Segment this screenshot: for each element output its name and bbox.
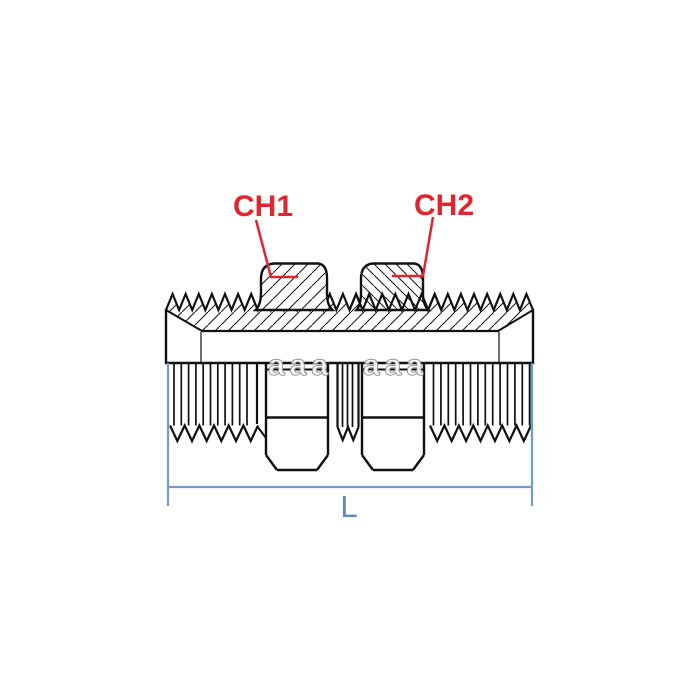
- hex-boss-ch1-hatch: [252, 262, 336, 312]
- thread-flank-lines: [432, 364, 524, 426]
- length-dimension-label: L: [340, 489, 357, 524]
- nut-bottom-chamfers: [361, 454, 425, 472]
- bottom-thread-left: [169, 364, 267, 444]
- nut-bottom-chamfers: [265, 454, 329, 472]
- hex-boss-ch2: [348, 262, 443, 313]
- nut-sides: [264, 363, 330, 455]
- stud-edges: [336, 364, 360, 427]
- ch1-label: CH1: [233, 190, 293, 223]
- thread-root-zigzag: [169, 422, 260, 444]
- bottom-thread-middle: [336, 364, 360, 443]
- watermark-text-left: aaa: [268, 349, 333, 382]
- callout-ch2: CH2: [392, 189, 474, 278]
- ch2-label: CH2: [414, 189, 474, 222]
- right-end-chamfer-line: [497, 309, 534, 332]
- watermark: aaa aaa: [268, 349, 428, 383]
- nut-sides: [360, 363, 426, 455]
- ch1-leader-line: [254, 219, 298, 279]
- thread-flank-lines: [341, 364, 354, 427]
- hex-nut-front-left: [264, 363, 330, 472]
- left-end-chamfer-line: [165, 309, 203, 332]
- watermark-text-right: aaa: [363, 349, 428, 382]
- dimension-length: L: [166, 363, 534, 524]
- hex-boss-ch1: [252, 262, 336, 312]
- thread-crest-through-boss: [348, 291, 443, 313]
- thread-root-zigzag: [429, 422, 533, 444]
- callout-ch1: CH1: [233, 190, 298, 279]
- sectioned-thread-band: [164, 291, 535, 364]
- bottom-thread-right: [429, 364, 533, 444]
- thread-flank-lines: [173, 364, 248, 426]
- thread-crest-zigzag: [164, 291, 535, 313]
- ch2-leader-line: [392, 216, 435, 278]
- thread-runout-chamfer: [256, 425, 267, 439]
- thread-root-zigzag: [336, 424, 360, 443]
- hex-body-band: [165, 332, 534, 365]
- hex-nut-front-right: [360, 363, 426, 472]
